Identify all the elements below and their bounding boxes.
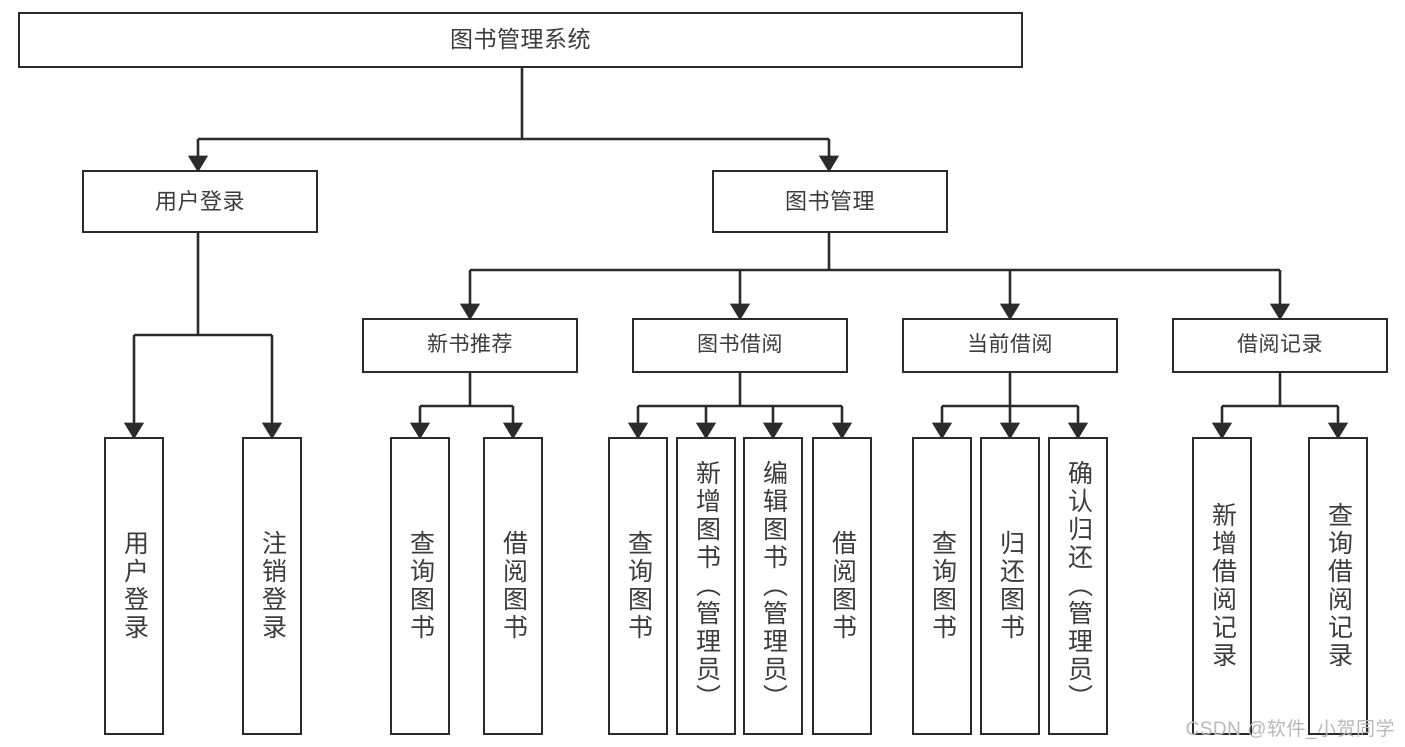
node-leaf-query-book-recommend: 查询图书	[390, 437, 450, 735]
node-label: 查询借阅记录	[1324, 502, 1353, 670]
node-root-system: 图书管理系统	[18, 12, 1023, 68]
node-label: 归还图书	[996, 530, 1025, 642]
node-label: 图书借阅	[697, 333, 783, 357]
node-label: 图书管理系统	[450, 26, 591, 53]
node-label: 查询图书	[928, 530, 957, 642]
node-leaf-add-book-admin: 新增图书（管理员）	[676, 437, 736, 735]
node-user-login: 用户登录	[82, 170, 318, 233]
node-label: 当前借阅	[967, 333, 1053, 357]
node-leaf-borrow-book-recommend: 借阅图书	[483, 437, 543, 735]
node-label: 新增图书（管理员）	[692, 460, 721, 712]
node-leaf-add-borrow-record: 新增借阅记录	[1192, 437, 1252, 735]
node-leaf-query-book-borrow: 查询图书	[608, 437, 668, 735]
node-book-management: 图书管理	[712, 170, 948, 233]
node-leaf-confirm-return-admin: 确认归还（管理员）	[1048, 437, 1108, 735]
node-label: 确认归还（管理员）	[1064, 460, 1093, 712]
node-label: 新书推荐	[427, 333, 513, 357]
node-current-borrow: 当前借阅	[902, 318, 1118, 373]
node-label: 编辑图书（管理员）	[759, 460, 788, 712]
node-label: 查询图书	[406, 530, 435, 642]
node-label: 用户登录	[154, 188, 245, 214]
node-label: 用户登录	[120, 530, 149, 642]
node-leaf-return-book: 归还图书	[980, 437, 1040, 735]
node-leaf-query-borrow-record: 查询借阅记录	[1308, 437, 1368, 735]
node-new-book-recommend: 新书推荐	[362, 318, 578, 373]
node-label: 借阅图书	[828, 530, 857, 642]
node-label: 图书管理	[784, 188, 875, 214]
node-label: 新增借阅记录	[1208, 502, 1237, 670]
node-book-borrow: 图书借阅	[632, 318, 848, 373]
node-leaf-borrow-book: 借阅图书	[812, 437, 872, 735]
node-borrow-record: 借阅记录	[1172, 318, 1388, 373]
node-leaf-logout: 注销登录	[242, 437, 302, 735]
node-leaf-user-login: 用户登录	[104, 437, 164, 735]
node-leaf-query-book-current: 查询图书	[912, 437, 972, 735]
node-label: 查询图书	[624, 530, 653, 642]
node-label: 借阅记录	[1237, 333, 1323, 357]
node-label: 借阅图书	[499, 530, 528, 642]
node-leaf-edit-book-admin: 编辑图书（管理员）	[743, 437, 803, 735]
node-label: 注销登录	[258, 530, 287, 642]
